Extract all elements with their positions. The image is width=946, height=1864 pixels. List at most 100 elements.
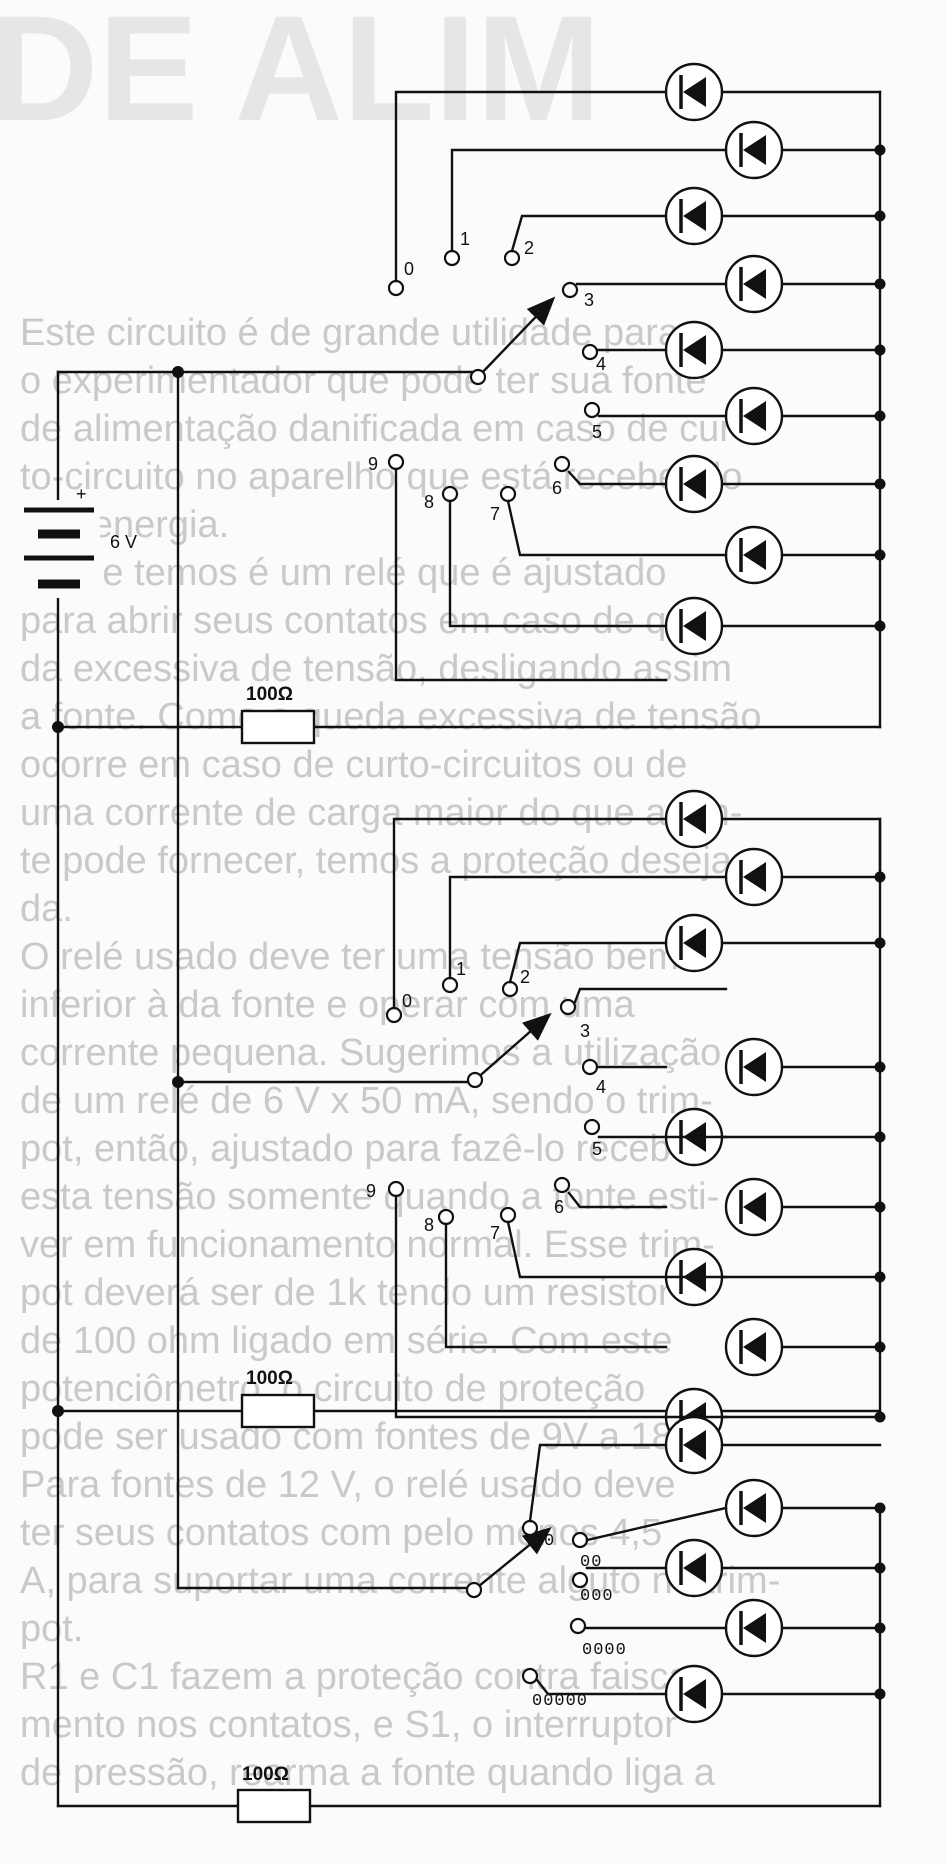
junction-dot xyxy=(874,1341,886,1353)
switch-middle-terminal-6[interactable] xyxy=(553,1176,571,1194)
switch-middle-terminal-3[interactable] xyxy=(559,998,577,1016)
resistor-label: 100Ω xyxy=(246,1368,293,1389)
switch-top-terminal-9[interactable] xyxy=(387,453,405,471)
switch-top-terminal-4[interactable] xyxy=(581,343,599,361)
junction-dot xyxy=(874,478,886,490)
junction-dot xyxy=(874,1502,886,1514)
resistor-body xyxy=(240,1393,316,1429)
resistor-1: 100Ω xyxy=(56,148,882,745)
switch-position-label: 9 xyxy=(366,1181,376,1201)
resistor-3: 100Ω xyxy=(56,1506,882,1824)
switch-bottom-terminal-4[interactable] xyxy=(521,1667,539,1685)
switch-bottom-terminal-3[interactable] xyxy=(569,1617,587,1635)
switch-bottom-wiper[interactable] xyxy=(465,1526,552,1599)
led-diode-top-8 xyxy=(724,525,784,585)
switch-position-label: 0 xyxy=(402,991,412,1011)
switch-position-label: 5 xyxy=(592,1139,602,1159)
junction-dot xyxy=(874,937,886,949)
switch-top-terminal-7[interactable] xyxy=(499,485,517,503)
switch-position-label: 0 xyxy=(404,259,414,279)
switch-position-label: 7 xyxy=(490,504,500,524)
switch-bottom-terminal-2[interactable] xyxy=(571,1571,589,1589)
switch-top-terminal-5[interactable] xyxy=(583,401,601,419)
switch-middle-terminal-8[interactable] xyxy=(437,1208,455,1226)
junction-dot xyxy=(874,1271,886,1283)
led-diode-bottom-3 xyxy=(664,1538,724,1598)
switch-top-terminal-0[interactable] xyxy=(387,279,405,297)
led-diode-middle-4 xyxy=(724,1037,784,1097)
led-diode-bottom-5 xyxy=(664,1664,724,1724)
switch-bottom-terminal-0[interactable] xyxy=(521,1519,539,1537)
switch-middle-terminal-2[interactable] xyxy=(501,980,519,998)
junction-dot xyxy=(874,1131,886,1143)
led-diode-bottom-4 xyxy=(724,1598,784,1658)
switch-position-label: 8 xyxy=(424,1215,434,1235)
switch-top-terminal-3[interactable] xyxy=(561,281,579,299)
switch-position-label: 5 xyxy=(592,422,602,442)
switch-position-label: 000 xyxy=(580,1587,614,1606)
switch-position-label: 4 xyxy=(596,1077,606,1097)
junction-dot xyxy=(874,278,886,290)
switch-top-terminal-1[interactable] xyxy=(443,249,461,267)
led-diode-bottom-2 xyxy=(724,1478,784,1538)
junction-dot xyxy=(874,1201,886,1213)
led-diode-top-1 xyxy=(664,62,724,122)
switch-position-label: 9 xyxy=(368,454,378,474)
switch-position-label: 4 xyxy=(596,354,606,374)
switch-position-label: 2 xyxy=(524,238,534,258)
switch-middle-wiper[interactable] xyxy=(466,1012,552,1089)
junction-dot xyxy=(874,549,886,561)
switch-position-label: 8 xyxy=(424,492,434,512)
switch-middle-terminal-7[interactable] xyxy=(499,1206,517,1224)
led-diode-middle-8 xyxy=(724,1317,784,1377)
battery-voltage-label: 6 V xyxy=(110,532,137,552)
switch-position-label: 6 xyxy=(552,478,562,498)
switch-top-terminal-6[interactable] xyxy=(553,455,571,473)
battery-polarity-label: + xyxy=(76,484,87,504)
junction-dot xyxy=(874,1622,886,1634)
junction-dot xyxy=(874,1688,886,1700)
switch-top-wiper[interactable] xyxy=(469,296,556,386)
switch-position-label: 3 xyxy=(580,1021,590,1041)
junction-dot xyxy=(874,344,886,356)
switch-middle-terminal-4[interactable] xyxy=(581,1058,599,1076)
led-diode-top-9 xyxy=(664,596,724,656)
junction-dot xyxy=(874,620,886,632)
switch-position-label: 0 xyxy=(544,1532,555,1551)
switch-position-label: 1 xyxy=(456,959,466,979)
junction-dot xyxy=(874,1411,886,1423)
switch-bottom-terminal-1[interactable] xyxy=(571,1531,589,1549)
power-rails xyxy=(52,366,477,1808)
switch-middle-terminal-1[interactable] xyxy=(441,976,459,994)
junction-dot xyxy=(874,410,886,422)
led-diode-top-5 xyxy=(664,320,724,380)
switch-middle-terminal-0[interactable] xyxy=(385,1006,403,1024)
battery: + 6 V xyxy=(20,484,137,598)
switch-middle-terminal-5[interactable] xyxy=(583,1118,601,1136)
resistor-body xyxy=(236,1788,312,1824)
led-diode-middle-1 xyxy=(664,789,724,849)
led-diode-top-4 xyxy=(724,254,784,314)
junction-dot xyxy=(874,1061,886,1073)
switch-position-label: 2 xyxy=(520,967,530,987)
led-diode-top-3 xyxy=(664,186,724,246)
switch-position-label: 0000 xyxy=(582,1641,627,1660)
switch-position-label: 00000 xyxy=(532,1692,588,1711)
switch-middle-terminal-9[interactable] xyxy=(387,1180,405,1198)
junction-dot xyxy=(172,1076,184,1088)
led-diode-top-2 xyxy=(724,120,784,180)
led-diode-top-7 xyxy=(664,454,724,514)
switch-position-label: 1 xyxy=(460,229,470,249)
switch-top-terminal-8[interactable] xyxy=(441,485,459,503)
junction-dot xyxy=(874,210,886,222)
switch-position-label: 3 xyxy=(584,290,594,310)
led-diode-bottom-1 xyxy=(664,1415,724,1475)
switch-position-label: 7 xyxy=(490,1223,500,1243)
led-diode-middle-6 xyxy=(724,1177,784,1237)
junction-dot xyxy=(874,1562,886,1574)
resistor-label: 100Ω xyxy=(246,684,293,705)
switch-top-terminal-2[interactable] xyxy=(503,249,521,267)
